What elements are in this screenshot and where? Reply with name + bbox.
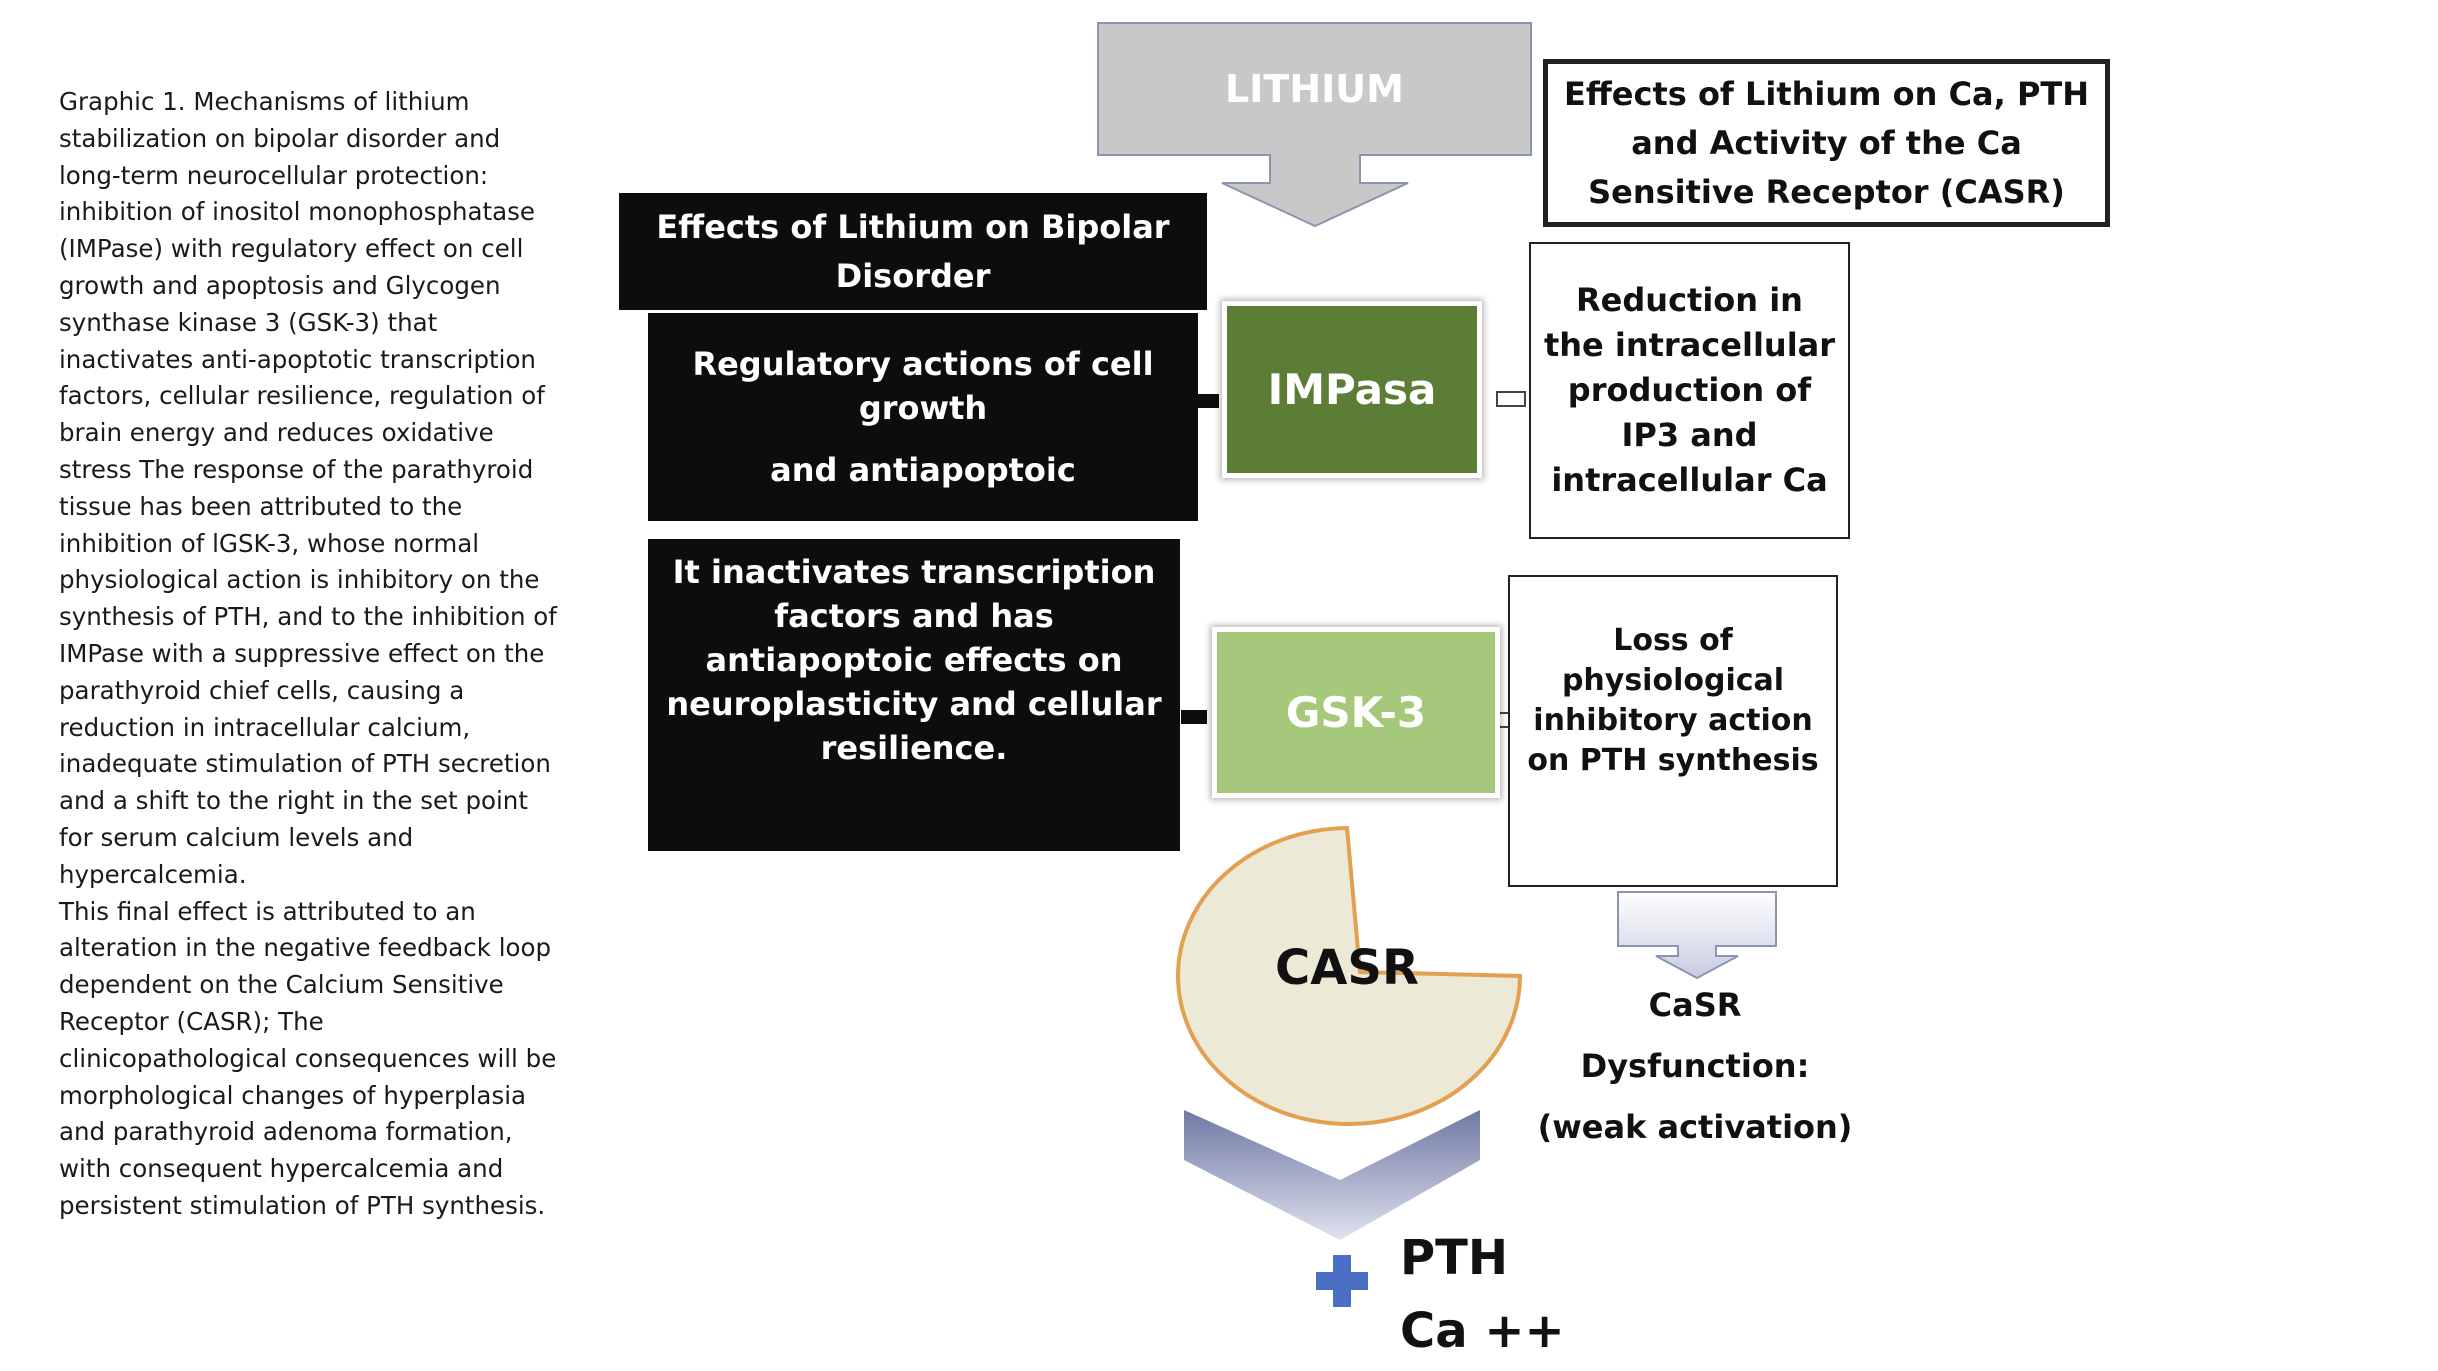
gsk3-box: GSK-3 [1212, 627, 1500, 798]
loss-action-text: Loss of physiological inhibitory action … [1527, 623, 1819, 778]
ca-header-text: Effects of Lithium on Ca, PTH and Activi… [1564, 74, 2089, 211]
gsk3-label: GSK-3 [1285, 688, 1427, 737]
reduction-box: Reduction in the intracellular productio… [1529, 242, 1850, 539]
bipolar-header-box: Effects of Lithium on Bipolar Disorder [619, 193, 1207, 310]
casr-dysfunction-box: CaSR Dysfunction: (weak activation) [1535, 975, 1855, 1158]
pth-label: PTH [1400, 1230, 1509, 1286]
lithium-arrow-icon [1097, 22, 1532, 228]
lithium-label: LITHIUM [1225, 67, 1404, 111]
impasa-label: IMPasa [1267, 365, 1437, 414]
inactivates-box: It inactivates transcription factors and… [648, 539, 1180, 851]
caption-paragraph-1: Graphic 1. Mechanisms of lithium stabili… [59, 87, 557, 889]
regulatory-line-2: and antiapoptoic [770, 451, 1076, 489]
casr-dysfunction-line-2: (weak activation) [1537, 1108, 1853, 1146]
bipolar-header-text: Effects of Lithium on Bipolar Disorder [656, 207, 1170, 295]
connector-right-impasa [1496, 391, 1526, 407]
lithium-box: LITHIUM [1098, 23, 1531, 155]
plus-icon [1316, 1255, 1368, 1307]
connector-left-impasa [1193, 394, 1219, 408]
casr-down-arrow-icon [1617, 891, 1777, 980]
outcome-labels: PTH Ca ++ [1400, 1222, 1565, 1368]
chevron-down-icon [1184, 1110, 1480, 1240]
ca-header-box: Effects of Lithium on Ca, PTH and Activi… [1543, 59, 2110, 227]
loss-action-box: Loss of physiological inhibitory action … [1508, 575, 1838, 887]
reduction-text: Reduction in the intracellular productio… [1543, 281, 1836, 499]
regulatory-actions-box: Regulatory actions of cell growth and an… [648, 313, 1198, 521]
casr-dysfunction-line-1: CaSR Dysfunction: [1580, 986, 1810, 1085]
regulatory-line-1: Regulatory actions of cell growth [692, 345, 1154, 427]
impasa-box: IMPasa [1222, 301, 1482, 478]
figure-caption: Graphic 1. Mechanisms of lithium stabili… [59, 84, 559, 1225]
casr-pacman-shape-icon [1176, 825, 1523, 1126]
ca-label: Ca ++ [1400, 1303, 1565, 1359]
caption-paragraph-2: This final effect is attributed to an al… [59, 896, 557, 1220]
casr-label: CASR [1275, 940, 1419, 996]
connector-left-gsk [1181, 710, 1207, 724]
inactivates-text: It inactivates transcription factors and… [666, 553, 1162, 767]
